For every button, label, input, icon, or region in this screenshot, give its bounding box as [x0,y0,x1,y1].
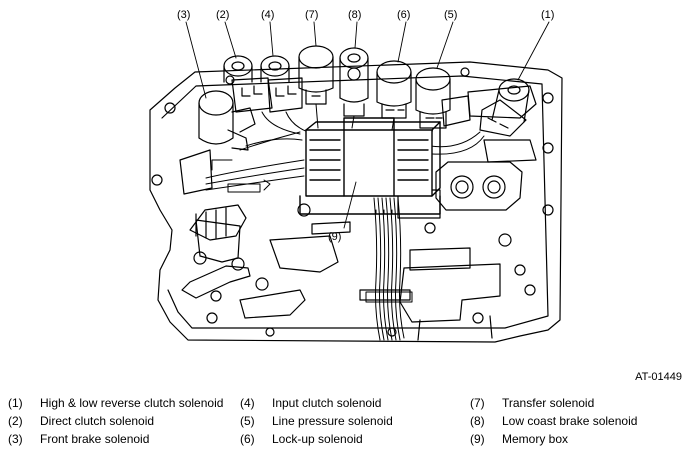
legend-number: (1) [8,396,23,410]
callout-7: (7) [305,9,318,21]
callout-2: (2) [216,9,229,21]
legend-item: (5) Line pressure solenoid [240,414,393,428]
legend-label: High & low reverse clutch solenoid [40,396,224,410]
legend-row: (1) High & low reverse clutch solenoid (4… [8,396,688,414]
legend-item: (7) Transfer solenoid [470,396,594,410]
legend-number: (9) [470,432,485,446]
legend: (1) High & low reverse clutch solenoid (4… [8,396,688,450]
legend-item: (6) Lock-up solenoid [240,432,363,446]
memory-box [299,117,441,215]
solenoid-2 [223,55,273,113]
callout-8: (8) [348,9,361,21]
legend-label: Input clutch solenoid [272,396,382,410]
legend-row: (3) Front brake solenoid (6) Lock-up solen… [8,432,688,450]
solenoid-3 [198,90,256,151]
callout-4: (4) [261,9,274,21]
legend-item: (2) Direct clutch solenoid [8,414,154,428]
valve-body [149,61,563,343]
legend-item: (9) Memory box [470,432,568,446]
legend-label: Lock-up solenoid [272,432,363,446]
solenoid-6 [376,60,412,119]
callout-labels: (3) (2) (4) (7) (8) (6) (5) (1) (9) [177,9,554,243]
legend-item: (4) Input clutch solenoid [240,396,381,410]
legend-number: (4) [240,396,255,410]
solenoid-layout-drawing: (3) (2) (4) (7) (8) (6) (5) (1) (9) [149,9,563,343]
legend-label: Low coast brake solenoid [502,414,638,428]
solenoid-4 [260,55,303,113]
solenoid-8 [339,47,369,117]
legend-label: Transfer solenoid [502,396,595,410]
solenoid-7 [298,45,334,105]
legend-number: (5) [240,414,255,428]
legend-number: (7) [470,396,485,410]
legend-row: (2) Direct clutch solenoid (5) Line pressu… [8,414,688,432]
legend-label: Memory box [502,432,569,446]
legend-number: (6) [240,432,255,446]
callout-6: (6) [397,9,410,21]
legend-item: (3) Front brake solenoid [8,432,149,446]
legend-number: (2) [8,414,23,428]
solenoid-1 [479,78,530,137]
callout-5: (5) [444,9,457,21]
legend-number: (3) [8,432,23,446]
callout-9: (9) [328,231,341,243]
legend-number: (8) [470,414,485,428]
legend-label: Line pressure solenoid [272,414,393,428]
figure-id: AT-01449 [635,371,682,383]
solenoid-5 [415,67,451,129]
legend-label: Front brake solenoid [40,432,150,446]
legend-item: (8) Low coast brake solenoid [470,414,637,428]
leader-lines [185,21,550,229]
legend-item: (1) High & low reverse clutch solenoid [8,396,223,410]
legend-label: Direct clutch solenoid [40,414,155,428]
callout-3: (3) [177,9,190,21]
callout-1: (1) [541,9,554,21]
wire-harness [205,103,485,341]
